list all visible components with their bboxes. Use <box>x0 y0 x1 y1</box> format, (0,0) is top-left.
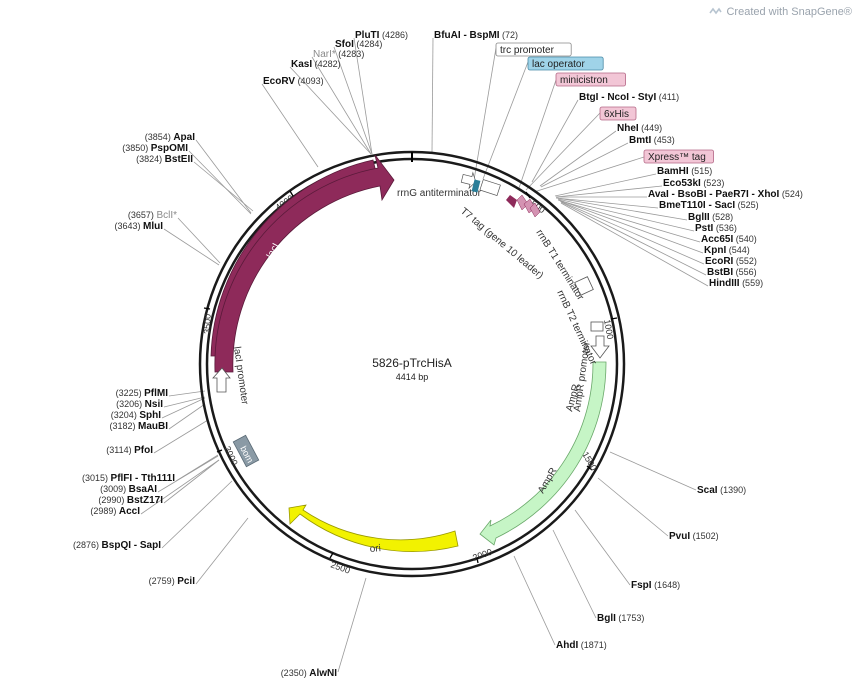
restriction-site-label[interactable]: FspI (1648) <box>631 580 680 591</box>
restriction-site-label[interactable]: BtgI - NcoI - StyI (411) <box>579 92 679 103</box>
feature-label-rrng: rrnG antiterminator <box>397 188 482 199</box>
restriction-site-label[interactable]: NheI (449) <box>617 123 662 134</box>
restriction-site-label[interactable]: (3114) PfoI <box>106 445 153 456</box>
feature-tag-box[interactable] <box>643 149 714 164</box>
feature-rrnb-t2-box[interactable] <box>590 321 604 332</box>
feature-laci-promoter-arrow[interactable] <box>212 367 231 393</box>
feature-tag-box[interactable] <box>555 72 626 87</box>
restriction-site-label[interactable]: (3225) PflMI <box>116 388 169 399</box>
watermark-text: Created with SnapGene® <box>726 6 852 18</box>
restriction-site-label[interactable]: (2990) BstZ17I <box>98 495 163 506</box>
feature-bom-box[interactable] <box>232 434 260 468</box>
plasmid-length: 4414 bp <box>396 372 429 382</box>
restriction-site-label[interactable]: BglI (1753) <box>597 613 644 624</box>
feature-rrnb-t1-box[interactable] <box>574 276 594 296</box>
restriction-site-label[interactable]: BmtI (453) <box>629 135 675 146</box>
feature-label-ori: ori <box>369 543 381 555</box>
ring-tick-label: 3500 <box>202 314 213 334</box>
restriction-site-label[interactable]: BfuAI - BspMI (72) <box>434 30 518 41</box>
restriction-site-label[interactable]: (3206) NsiI <box>116 399 163 410</box>
feature-label-t7: T7 tag (gene 10 leader) <box>458 206 545 282</box>
feature-tag-label: Xpress™ tag <box>648 152 706 163</box>
feature-laci-arrow[interactable] <box>214 154 395 373</box>
restriction-site-label[interactable]: HindIII (559) <box>709 278 763 289</box>
restriction-site-label[interactable]: KpnI (544) <box>704 245 750 256</box>
restriction-site-label[interactable]: PvuI (1502) <box>669 531 719 542</box>
restriction-site-label[interactable]: PluTI (4286) <box>355 30 408 41</box>
restriction-site-label[interactable]: (3657) BclI* <box>128 210 177 221</box>
snapgene-logo-icon <box>709 7 723 18</box>
restriction-site-label[interactable]: ScaI (1390) <box>697 485 746 496</box>
feature-label-laci-promoter: lacI promoter <box>231 346 250 406</box>
restriction-site-label[interactable]: AvaI - BsoBI - PaeR7I - XhoI (524) <box>648 189 803 200</box>
feature-tag-label: lac operator <box>532 59 585 70</box>
restriction-site-label[interactable]: (3854) ApaI <box>145 132 195 143</box>
feature-tag-label: minicistron <box>560 75 608 86</box>
feature-tag-box[interactable] <box>527 56 604 71</box>
feature-ampr-arrow[interactable] <box>479 361 607 546</box>
plasmid-name: 5826-pTrcHisA <box>372 356 452 370</box>
feature-tag-label: trc promoter <box>500 45 555 56</box>
restriction-site-label[interactable]: KasI (4282) <box>291 59 341 70</box>
restriction-site-label[interactable]: BmeT110I - SacI (525) <box>659 200 759 211</box>
feature-tag-box[interactable] <box>495 42 572 57</box>
mcs-feature-glyphs <box>460 171 541 218</box>
feature-ampr-promoter-arrow[interactable] <box>590 335 610 359</box>
restriction-site-label[interactable]: (3182) MauBI <box>109 421 168 432</box>
restriction-site-label[interactable]: (2989) AccI <box>90 506 140 517</box>
restriction-site-label[interactable]: (2876) BspQI - SapI <box>73 540 161 551</box>
restriction-site-label[interactable]: AhdI (1871) <box>556 640 607 651</box>
restriction-site-label[interactable]: (2350) AlwNI <box>281 668 338 679</box>
restriction-site-label[interactable]: EcoRV (4093) <box>263 76 324 87</box>
restriction-site-label[interactable]: (3850) PspOMI <box>122 143 188 154</box>
restriction-site-label[interactable]: BstBI (556) <box>707 267 757 278</box>
restriction-site-label[interactable]: (3204) SphI <box>111 410 161 421</box>
restriction-site-label[interactable]: Acc65I (540) <box>701 234 757 245</box>
restriction-site-label[interactable]: (3824) BstEII <box>136 154 193 165</box>
restriction-site-label[interactable]: EcoRI (552) <box>705 256 757 267</box>
ring-tick-label: 1000 <box>602 319 615 340</box>
ring-tick-label: 2500 <box>329 559 351 575</box>
restriction-site-label[interactable]: (3643) MluI <box>114 221 163 232</box>
restriction-site-label[interactable]: Eco53kI (523) <box>663 178 724 189</box>
watermark: Created with SnapGene® <box>709 6 852 18</box>
restriction-site-label[interactable]: (2759) PciI <box>149 576 196 587</box>
restriction-site-label[interactable]: SfoI (4284) <box>335 39 382 50</box>
restriction-site-label[interactable]: PstI (536) <box>695 223 737 234</box>
feature-ori-arrow[interactable] <box>288 504 459 552</box>
restriction-site-label[interactable]: NarI* (4283) <box>313 49 364 60</box>
feature-tag-label: 6xHis <box>604 109 629 120</box>
restriction-site-label[interactable]: (3015) PflFI - Tth111I <box>82 473 175 484</box>
restriction-site-label[interactable]: BglII (528) <box>688 212 733 223</box>
feature-tag-box[interactable] <box>599 106 637 121</box>
restriction-site-label[interactable]: BamHI (515) <box>657 166 712 177</box>
restriction-site-label[interactable]: (3009) BsaAI <box>100 484 157 495</box>
